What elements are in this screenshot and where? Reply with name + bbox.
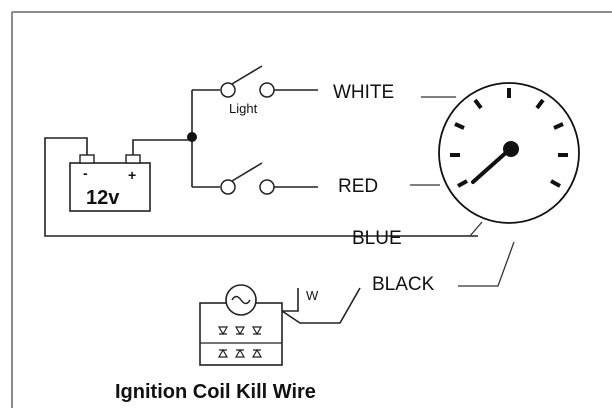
battery-voltage-label: 12v (86, 187, 120, 209)
diode-array-icon (217, 326, 263, 358)
diagram-caption: Ignition Coil Kill Wire (115, 381, 316, 403)
wire-label-blue: BLUE (352, 228, 402, 249)
frame (11, 11, 612, 408)
light-switch-label: Light (229, 101, 258, 116)
battery-negative-sign: - (83, 165, 88, 181)
wire-label-red: RED (338, 176, 378, 197)
junction-dot (187, 132, 197, 142)
gauge-ticks (450, 88, 568, 188)
light-switch: Light (220, 65, 318, 116)
tachometer-gauge (438, 82, 580, 224)
ignition-coil: W (199, 284, 361, 366)
wire-label-black: BLACK (372, 274, 435, 295)
wire-label-white: WHITE (333, 82, 394, 103)
coil-w-terminal-label: W (306, 288, 319, 303)
leader-lines (410, 96, 515, 287)
battery-positive-sign: + (128, 167, 136, 183)
battery-wiring (44, 89, 478, 237)
ignition-switch (220, 162, 318, 195)
battery: - + 12v (69, 154, 151, 212)
gauge-needle (471, 148, 511, 184)
gauge-hub (503, 141, 519, 157)
